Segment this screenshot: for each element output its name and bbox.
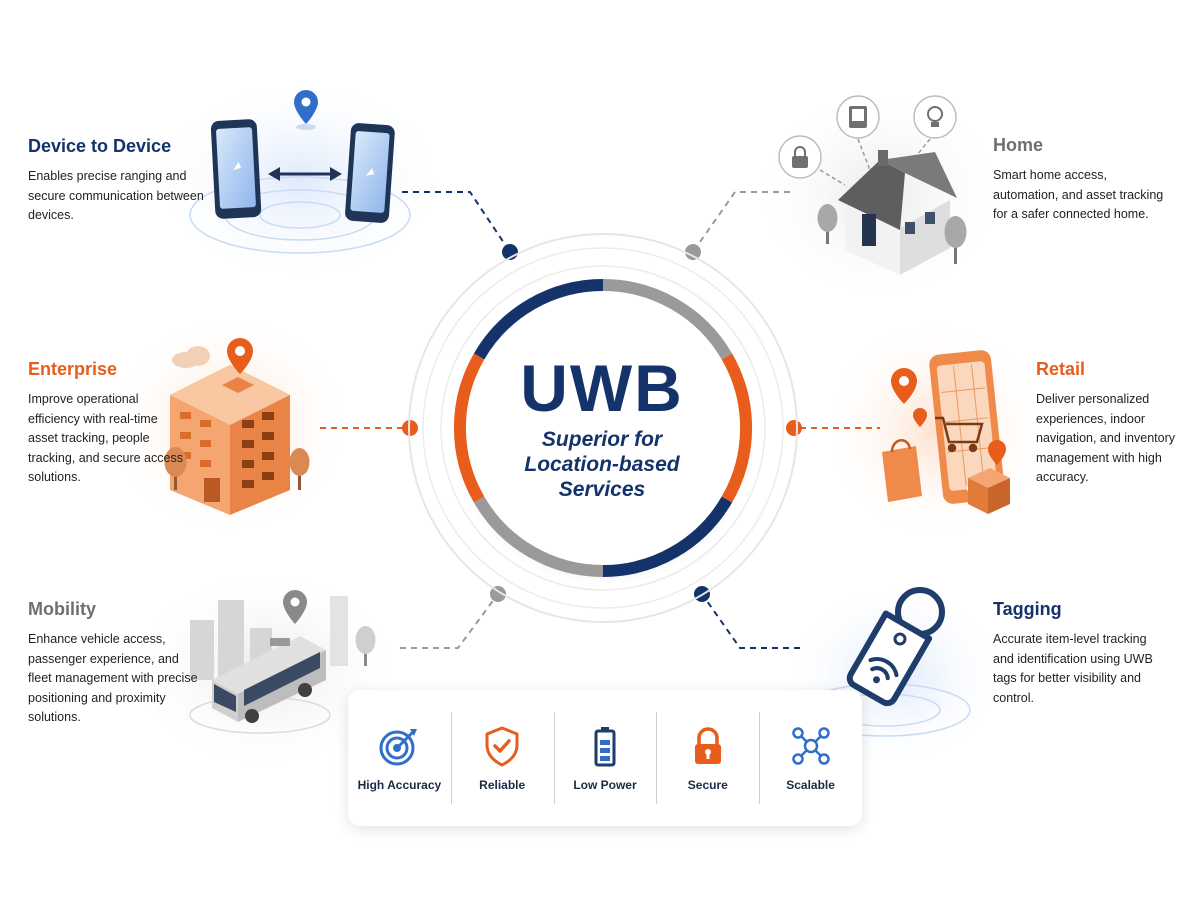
feature-high-accuracy: High Accuracy <box>348 690 451 826</box>
use-case-title: Tagging <box>993 599 1062 619</box>
enterprise-illustration <box>164 338 310 515</box>
shopping-bag-icon <box>882 439 922 502</box>
use-case-title: Mobility <box>28 599 96 619</box>
location-pin-icon <box>891 368 1006 465</box>
use-case-enterprise: Enterprise Improve operational efficienc… <box>28 358 188 488</box>
retail-glow <box>820 315 1050 545</box>
node-mobility <box>490 586 506 602</box>
shopping-cart-icon <box>935 416 984 453</box>
use-case-home: Home Smart home access, automation, and … <box>993 134 1168 225</box>
uwb-tag-icon <box>846 587 945 707</box>
retail-illustration <box>882 350 1010 514</box>
tree-icon <box>164 447 310 490</box>
tree-icon <box>817 204 967 264</box>
use-case-d2d: Device to Device Enables precise ranging… <box>28 135 208 226</box>
use-case-description: Accurate item-level tracking and identif… <box>993 632 1153 705</box>
hub-title: UWB <box>520 351 684 425</box>
use-case-retail: Retail Deliver personalized experiences,… <box>1036 358 1186 488</box>
box-icon <box>968 468 1010 514</box>
location-pin-icon <box>227 338 253 374</box>
location-pin-icon <box>283 590 307 624</box>
home-illustration <box>778 95 967 275</box>
connector-tagging <box>701 593 800 649</box>
cloud-icon <box>172 346 210 368</box>
hub-arc-navy-bottom <box>602 496 733 577</box>
use-case-description: Deliver personalized experiences, indoor… <box>1036 392 1175 485</box>
use-case-description: Smart home access, automation, and asset… <box>993 168 1164 222</box>
shield-check-icon <box>485 726 519 767</box>
bus-icon <box>212 636 326 723</box>
node-retail <box>786 420 802 436</box>
use-case-description: Improve operational efficiency with real… <box>28 392 183 485</box>
tree-icon <box>355 626 376 666</box>
node-home <box>685 244 701 260</box>
tablet-bubble-icon <box>836 95 880 139</box>
feature-bar: High Accuracy Reliable Low Power Secure <box>348 690 862 826</box>
feature-secure: Secure <box>656 690 759 826</box>
phone-left-icon <box>210 119 262 219</box>
use-case-title: Device to Device <box>28 136 172 156</box>
connector-home <box>692 191 790 253</box>
uwb-hub <box>408 233 798 623</box>
location-pin-icon <box>294 90 318 130</box>
feature-reliable: Reliable <box>450 690 554 826</box>
hub-label: UWB Superior for Location-based Services <box>470 355 734 502</box>
connector-d2d <box>402 191 511 253</box>
d2d-illustration <box>189 90 411 254</box>
feature-scalable: Scalable <box>759 690 862 826</box>
use-case-tagging: Tagging Accurate item-level tracking and… <box>993 598 1168 708</box>
use-case-title: Retail <box>1036 359 1086 379</box>
house-icon <box>838 150 957 275</box>
target-icon <box>379 729 418 766</box>
padlock-icon <box>694 727 721 764</box>
feature-label: Scalable <box>786 778 835 792</box>
mobility-illustration <box>189 590 376 734</box>
use-case-title: Enterprise <box>28 359 118 379</box>
phone-right-icon <box>345 123 395 223</box>
hub-arc-navy-top <box>473 279 604 360</box>
hub-subtitle: Superior for Location-based Services <box>524 428 680 501</box>
tagging-illustration <box>799 587 971 737</box>
use-case-mobility: Mobility Enhance vehicle access, passeng… <box>28 598 198 728</box>
hub-arc-orange-left <box>453 353 485 503</box>
network-icon <box>791 727 830 765</box>
feature-low-power: Low Power <box>553 690 657 826</box>
use-case-description: Enhance vehicle access, passenger experi… <box>28 632 198 725</box>
use-case-description: Enables precise ranging and secure commu… <box>28 169 204 223</box>
use-case-title: Home <box>993 135 1044 155</box>
feature-label: Reliable <box>479 778 526 792</box>
feature-label: Low Power <box>573 778 637 792</box>
hub-arc-orange-right <box>721 353 753 503</box>
double-arrow-icon <box>268 167 342 181</box>
feature-label: Secure <box>687 778 728 792</box>
lightbulb-bubble-icon <box>913 95 957 139</box>
connectors <box>320 191 880 649</box>
connector-mobility <box>400 593 499 649</box>
hub-arc-gray-bottom <box>473 496 604 577</box>
battery-icon <box>594 727 616 767</box>
feature-label: High Accuracy <box>357 778 442 792</box>
hub-arc-gray-top <box>602 279 733 360</box>
padlock-bubble-icon <box>778 135 822 179</box>
